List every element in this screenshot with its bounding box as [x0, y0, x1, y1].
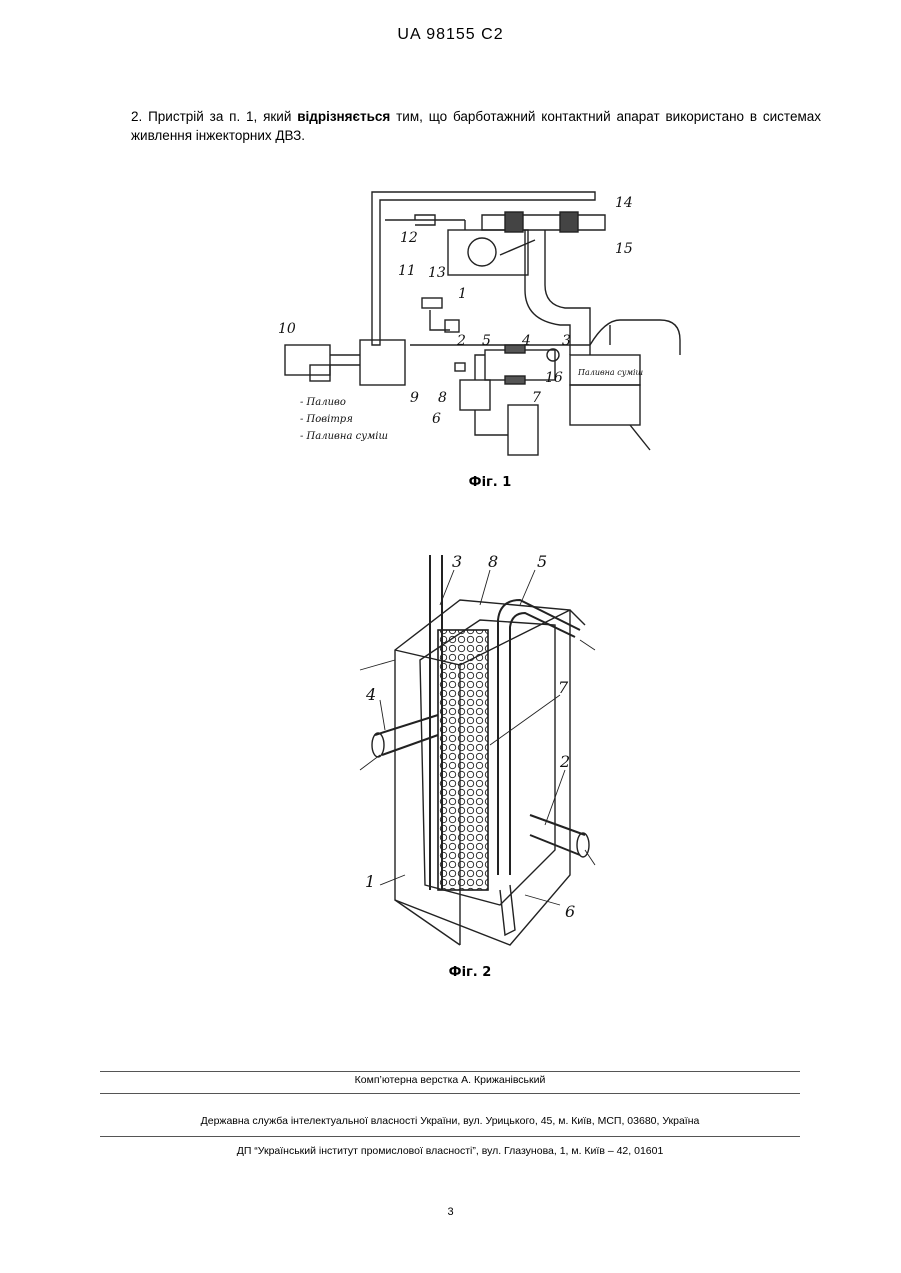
fig1-label-4: 4 — [521, 333, 531, 349]
fig1-label-3: 3 — [562, 333, 571, 349]
fig2-label-1: 1 — [365, 872, 375, 891]
fig2-label-2: 2 — [559, 752, 570, 771]
claim-paragraph: 2. Пристрій за п. 1, який відрізняється … — [131, 107, 821, 145]
fig1-label-14: 14 — [615, 195, 633, 211]
claim-text-bold: відрізняється — [297, 109, 390, 124]
footer-institute: ДП “Український інститут промислової вла… — [100, 1145, 800, 1157]
fig1-label-7: 7 — [532, 390, 541, 406]
fig1-label-12: 12 — [400, 230, 418, 246]
footer-state-service: Державна служба інтелектуальної власност… — [100, 1115, 800, 1127]
fig2-label-4: 4 — [365, 685, 376, 704]
claim-text-start: 2. Пристрій за п. 1, який — [131, 109, 297, 124]
fig1-label-8: 8 — [438, 390, 447, 406]
fig1-legend-fuel: - Паливо — [300, 397, 346, 408]
fig1-legend-air: - Повітря — [300, 414, 353, 425]
fig2-label-8: 8 — [488, 552, 498, 571]
fig2-label-6: 6 — [565, 902, 575, 921]
footer-divider-1 — [100, 1071, 800, 1072]
fig1-label-9: 9 — [410, 390, 419, 406]
fig1-label-10: 10 — [278, 321, 296, 337]
fig1-legend-mixture: - Паливна суміш — [300, 431, 388, 442]
figure-2-caption: Фіг. 2 — [370, 965, 570, 980]
document-id-header: UA 98155 C2 — [0, 26, 901, 44]
fig1-label-6: 6 — [432, 411, 441, 427]
fig2-label-7: 7 — [558, 678, 569, 697]
fig1-engine-label: Паливна суміш — [577, 368, 644, 377]
figure-1-caption: Фіг. 1 — [390, 475, 590, 490]
footer-layout-credit: Комп’ютерна верстка А. Крижанівський — [100, 1074, 800, 1086]
fig1-label-5: 5 — [482, 333, 491, 349]
figure-2-apparatus: 3 8 5 4 7 2 1 6 — [340, 545, 620, 955]
fig1-label-1: 1 — [458, 286, 467, 302]
figure-1-schematic: 14 12 15 11 13 1 10 2 5 4 3 16 9 8 7 6 П… — [260, 180, 700, 465]
fig1-label-2: 2 — [456, 333, 466, 349]
fig1-label-16: 16 — [545, 370, 563, 386]
fig1-label-11: 11 — [398, 263, 416, 279]
fig2-label-3: 3 — [452, 552, 462, 571]
page-number: 3 — [0, 1206, 901, 1218]
footer-divider-3 — [100, 1136, 800, 1137]
footer-divider-2 — [100, 1093, 800, 1094]
fig1-label-13: 13 — [428, 265, 446, 281]
fig2-label-5: 5 — [537, 552, 547, 571]
fig1-label-15: 15 — [615, 241, 633, 257]
